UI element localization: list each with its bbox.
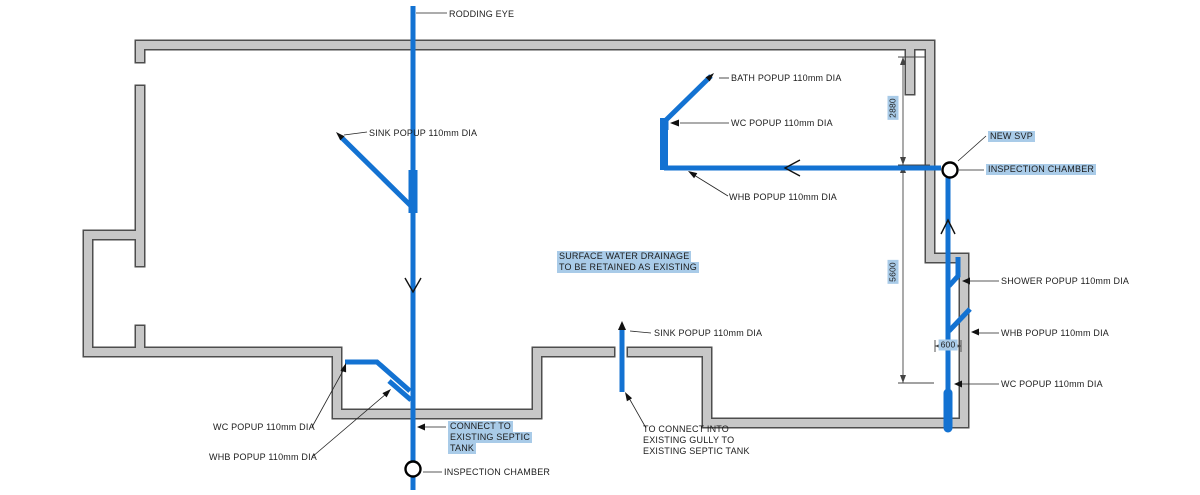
shower-branch-pipe: [947, 257, 961, 288]
dimension-5600: 5600: [887, 260, 899, 284]
wc-popup-lower-label: WC POPUP 110mm DIA: [213, 422, 315, 432]
flow-arrows: [404, 159, 956, 294]
flow-arrow-left: [783, 159, 801, 177]
whb-popup-lower-label: WHB POPUP 110mm DIA: [209, 452, 317, 462]
leader-line: [957, 135, 987, 162]
flow-arrow-down: [404, 277, 422, 294]
gully-note-line1: TO CONNECT INTO: [643, 424, 730, 434]
building-walls: [88, 45, 964, 423]
flow-arrow-up: [940, 218, 956, 235]
leader-line: [628, 397, 647, 429]
wc-branch-lower-pipe: [345, 359, 412, 393]
leader-arrow: [670, 119, 679, 127]
shower-popup-label: SHOWER POPUP 110mm DIA: [1001, 276, 1130, 286]
surface-water-note: SURFACE WATER DRAINAGE TO BE RETAINED AS…: [557, 251, 699, 273]
gully-note-line3: EXISTING SEPTIC TANK: [643, 446, 750, 456]
wc-popup-upper-label: WC POPUP 110mm DIA: [731, 118, 833, 128]
wall-fill: [88, 45, 964, 423]
inspection-chamber-bottom-label: INSPECTION CHAMBER: [444, 467, 551, 477]
dim-arrow: [900, 57, 906, 65]
leader-arrow: [971, 328, 979, 336]
new-svp-label: NEW SVP: [988, 131, 1035, 142]
inspection-chambers: [404, 161, 959, 478]
dim-arrow: [900, 157, 906, 165]
sink-popup-upper-label: SINK POPUP 110mm DIA: [369, 128, 478, 138]
wc-popup-right-label: WC POPUP 110mm DIA: [1001, 379, 1103, 389]
drainage-pipes: [339, 6, 972, 490]
leader-line: [693, 174, 729, 197]
leader-arrow: [705, 73, 714, 82]
surface-water-note-line2: TO BE RETAINED AS EXISTING: [557, 262, 699, 273]
leader-line: [311, 393, 387, 458]
sink-branch-upper-pipe: [339, 135, 413, 208]
connect-septic-note-line2: EXISTING SEPTIC: [448, 432, 533, 443]
whb-popup-right-label: WHB POPUP 110mm DIA: [1001, 328, 1109, 338]
leader-arrow: [336, 132, 345, 141]
leader-arrow: [382, 389, 391, 398]
whb-branch-lower-pipe: [387, 379, 413, 402]
leader-arrow: [417, 423, 425, 431]
rodding-eye-label: RODDING EYE: [449, 9, 515, 19]
bath-popup-label: BATH POPUP 110mm DIA: [731, 73, 842, 83]
connect-septic-note-line1: CONNECT TO: [448, 421, 514, 432]
bath-branch-pipe: [663, 74, 713, 130]
leader-arrow: [954, 380, 962, 388]
connect-septic-note-line3: TANK: [448, 443, 477, 454]
leader-arrow: [618, 321, 626, 330]
dimension-600: 600: [938, 339, 958, 351]
leader-lines: [311, 12, 999, 473]
leader-line: [629, 330, 652, 334]
gully-note-line2: EXISTING GULLY TO: [643, 435, 735, 445]
leader-arrow: [625, 392, 633, 402]
whb-popup-upper-label: WHB POPUP 110mm DIA: [729, 192, 837, 202]
inspection-chamber-symbol-right: [941, 161, 959, 179]
inspection-chamber-right-label: INSPECTION CHAMBER: [986, 164, 1097, 175]
inspection-chamber-symbol-bottom: [404, 460, 422, 478]
whb-branch-right-pipe: [947, 307, 972, 333]
gully-connection-note: TO CONNECT INTO EXISTING GULLY TO EXISTI…: [643, 424, 750, 457]
leader-line: [311, 368, 345, 428]
wall-outline: [88, 45, 964, 423]
sink-popup-lower-label: SINK POPUP 110mm DIA: [654, 328, 763, 338]
dimension-2880: 2880: [887, 96, 899, 120]
leader-arrow: [688, 171, 698, 179]
surface-water-note-line1: SURFACE WATER DRAINAGE: [557, 251, 692, 262]
leader-line: [343, 131, 368, 136]
dim-arrow: [900, 375, 906, 383]
leader-arrow: [962, 277, 970, 285]
leader-arrow: [340, 363, 347, 373]
connect-septic-note: CONNECT TO EXISTING SEPTIC TANK: [448, 421, 533, 454]
